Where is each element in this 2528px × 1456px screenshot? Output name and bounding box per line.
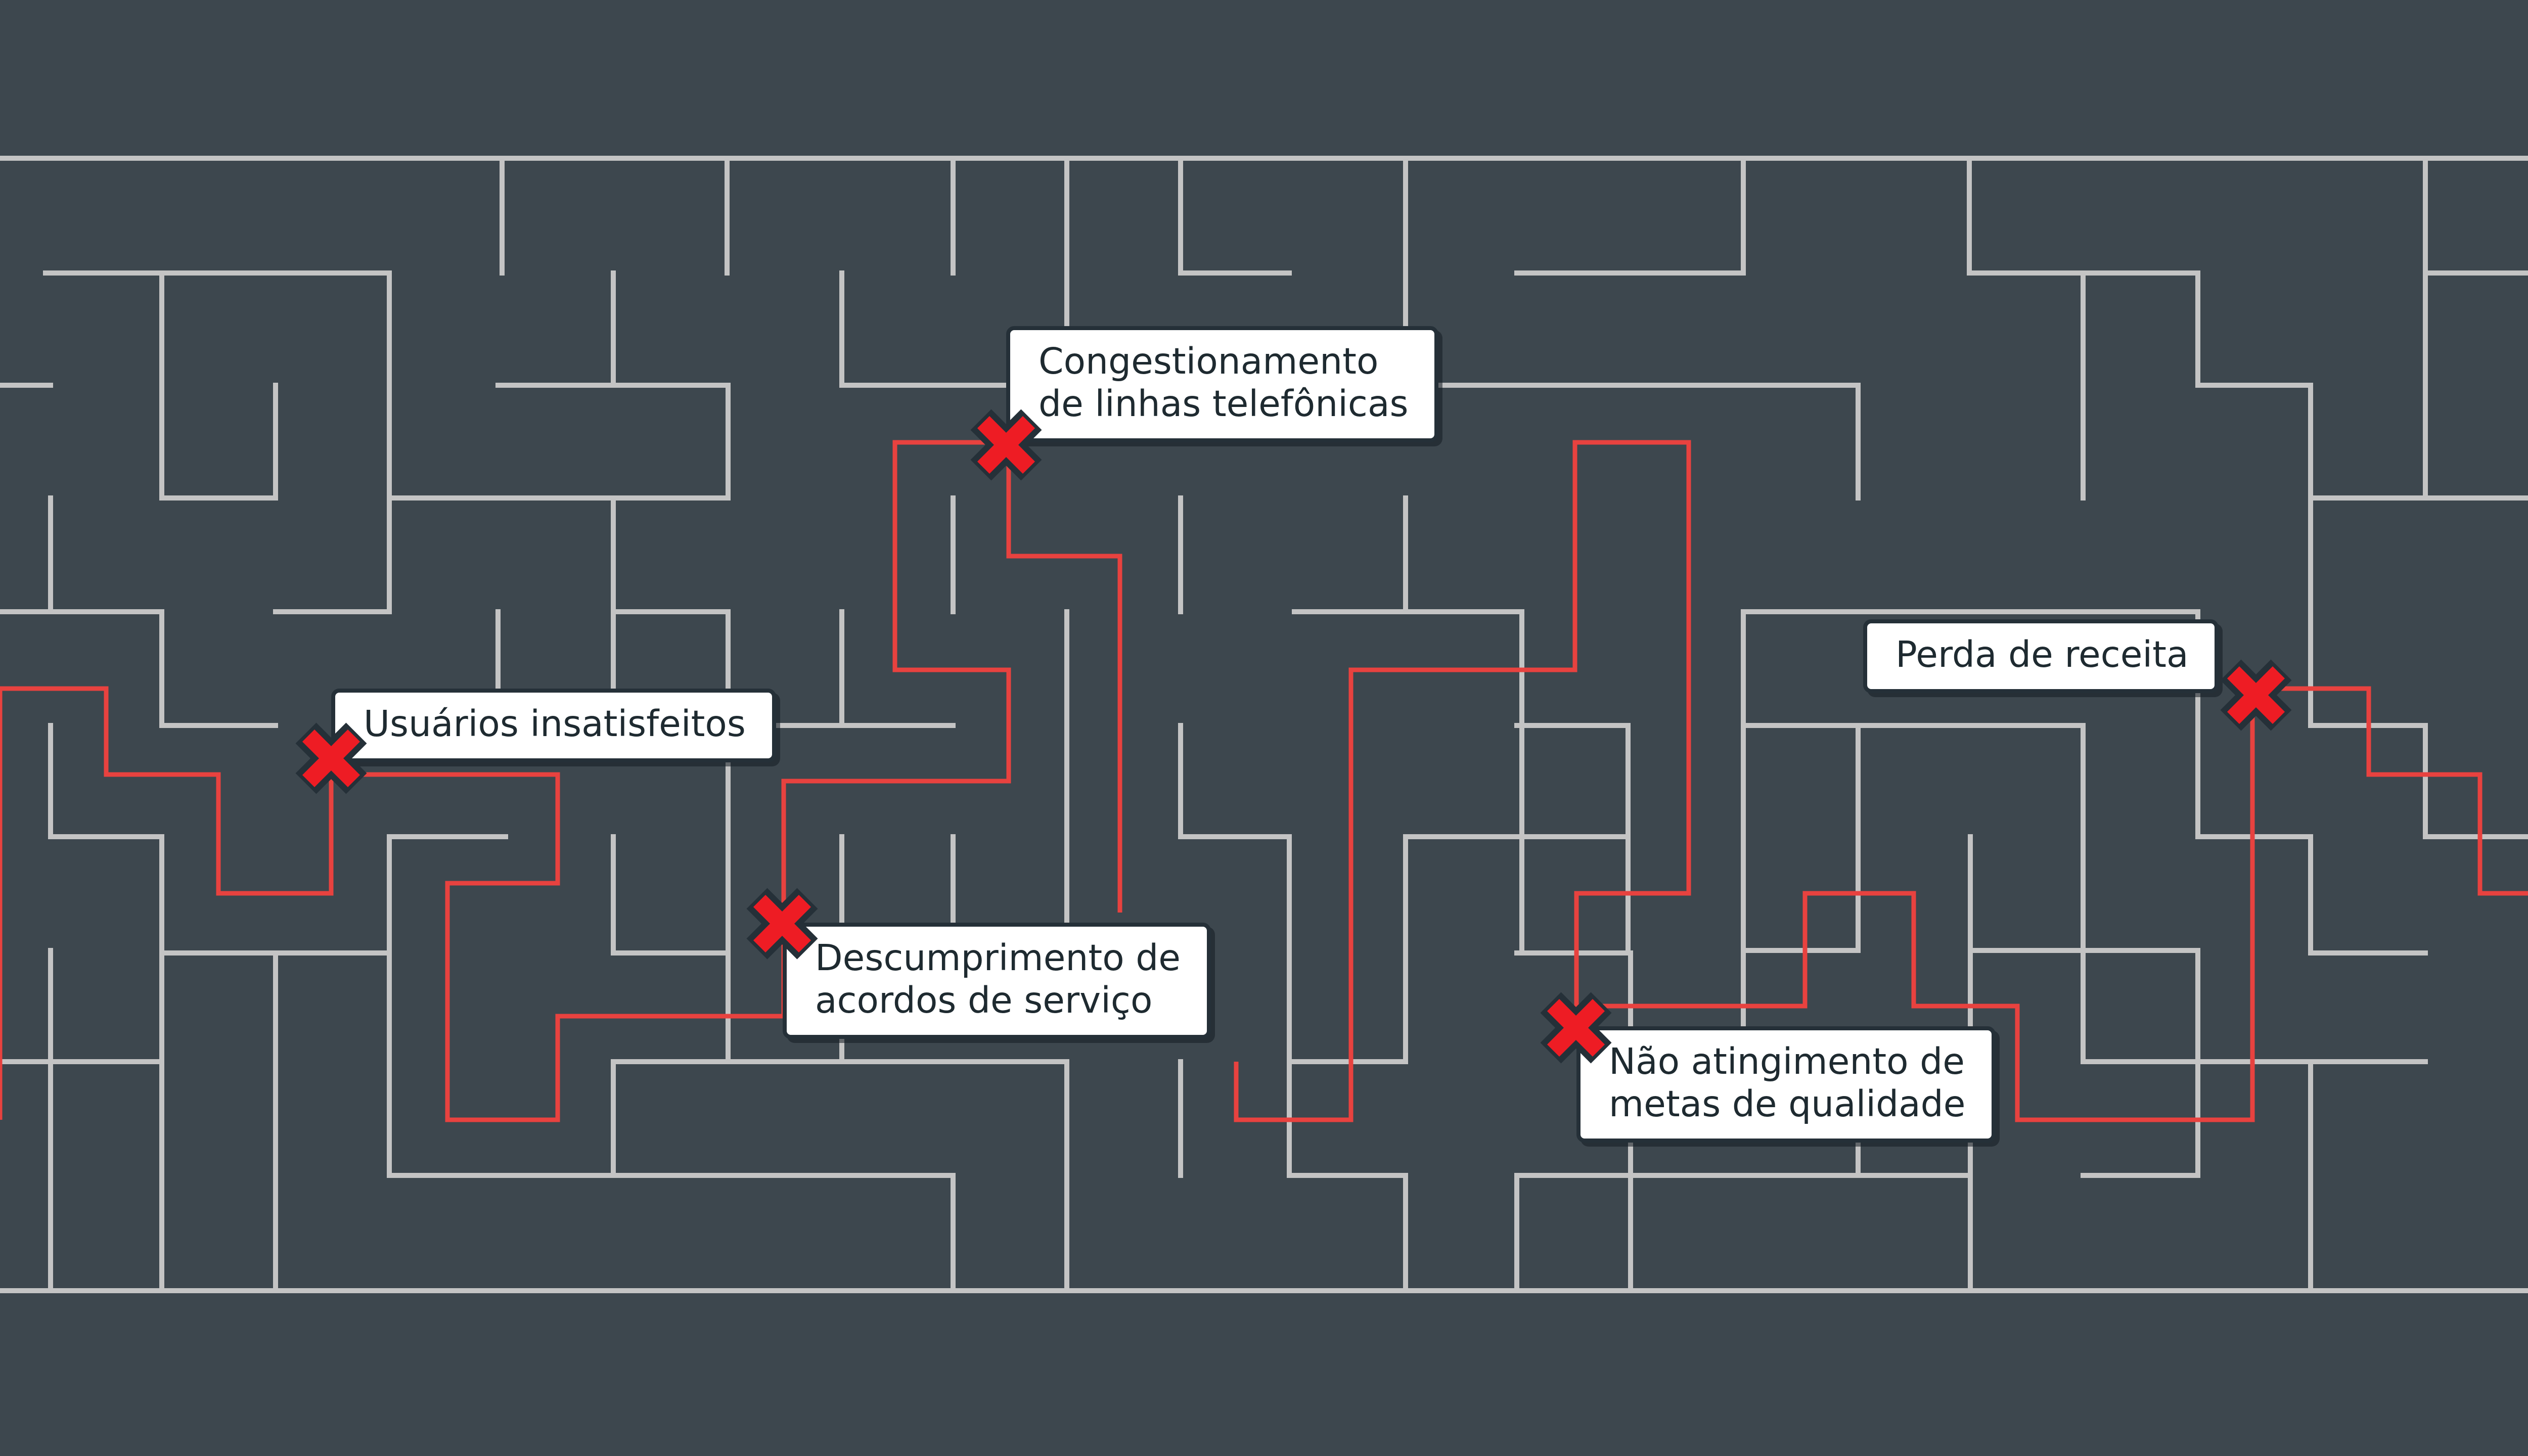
maze-wall bbox=[2308, 383, 2428, 500]
maze-path bbox=[0, 440, 2528, 1122]
maze-wall bbox=[43, 270, 731, 500]
maze-wall bbox=[1741, 723, 1861, 953]
callout-perda-de-receita: Perda de receita bbox=[1863, 619, 2219, 693]
maze-wall bbox=[387, 834, 956, 1178]
callout-text: Não atingimento de bbox=[1609, 1040, 1965, 1082]
maze-wall bbox=[611, 834, 731, 956]
callout-text: Perda de receita bbox=[1895, 633, 2189, 675]
callout-text: metas de qualidade bbox=[1609, 1083, 1966, 1125]
callout-text: Congestionamento bbox=[1039, 340, 1379, 382]
maze-wall bbox=[2423, 156, 2528, 276]
maze-wall bbox=[611, 950, 731, 1178]
maze-wall bbox=[2423, 723, 2528, 839]
x-mark-icon bbox=[1533, 985, 1619, 1071]
x-mark-icon bbox=[963, 402, 1049, 488]
maze-wall bbox=[2308, 1059, 2428, 1293]
x-mark-icon bbox=[2213, 652, 2299, 738]
callout-text: acordos de serviço bbox=[815, 979, 1153, 1021]
callout-descumprimento: Descumprimento de acordos de serviço bbox=[783, 923, 1211, 1039]
maze-wall bbox=[839, 270, 1069, 388]
solution-path bbox=[0, 440, 2528, 1122]
maze-wall bbox=[1403, 723, 1631, 839]
callout-nao-atingimento: Não atingimento de metas de qualidade bbox=[1576, 1026, 1996, 1143]
callout-congestionamento: Congestionamento de linhas telefônicas bbox=[1006, 326, 1439, 442]
maze-wall bbox=[1178, 723, 1408, 1178]
callout-text: de linhas telefônicas bbox=[1039, 383, 1409, 425]
maze-wall bbox=[159, 270, 278, 500]
callout-text: Usuários insatisfeitos bbox=[364, 703, 746, 745]
maze-wall bbox=[1967, 156, 2200, 276]
x-mark-icon bbox=[288, 715, 374, 801]
maze-wall bbox=[2308, 495, 2428, 728]
maze-wall bbox=[1403, 270, 1861, 388]
callout-usuarios-insatisfeitos: Usuários insatisfeitos bbox=[331, 689, 776, 762]
maze-wall bbox=[495, 383, 731, 500]
x-mark-icon bbox=[739, 881, 825, 967]
callout-text: Descumprimento de bbox=[815, 937, 1181, 979]
